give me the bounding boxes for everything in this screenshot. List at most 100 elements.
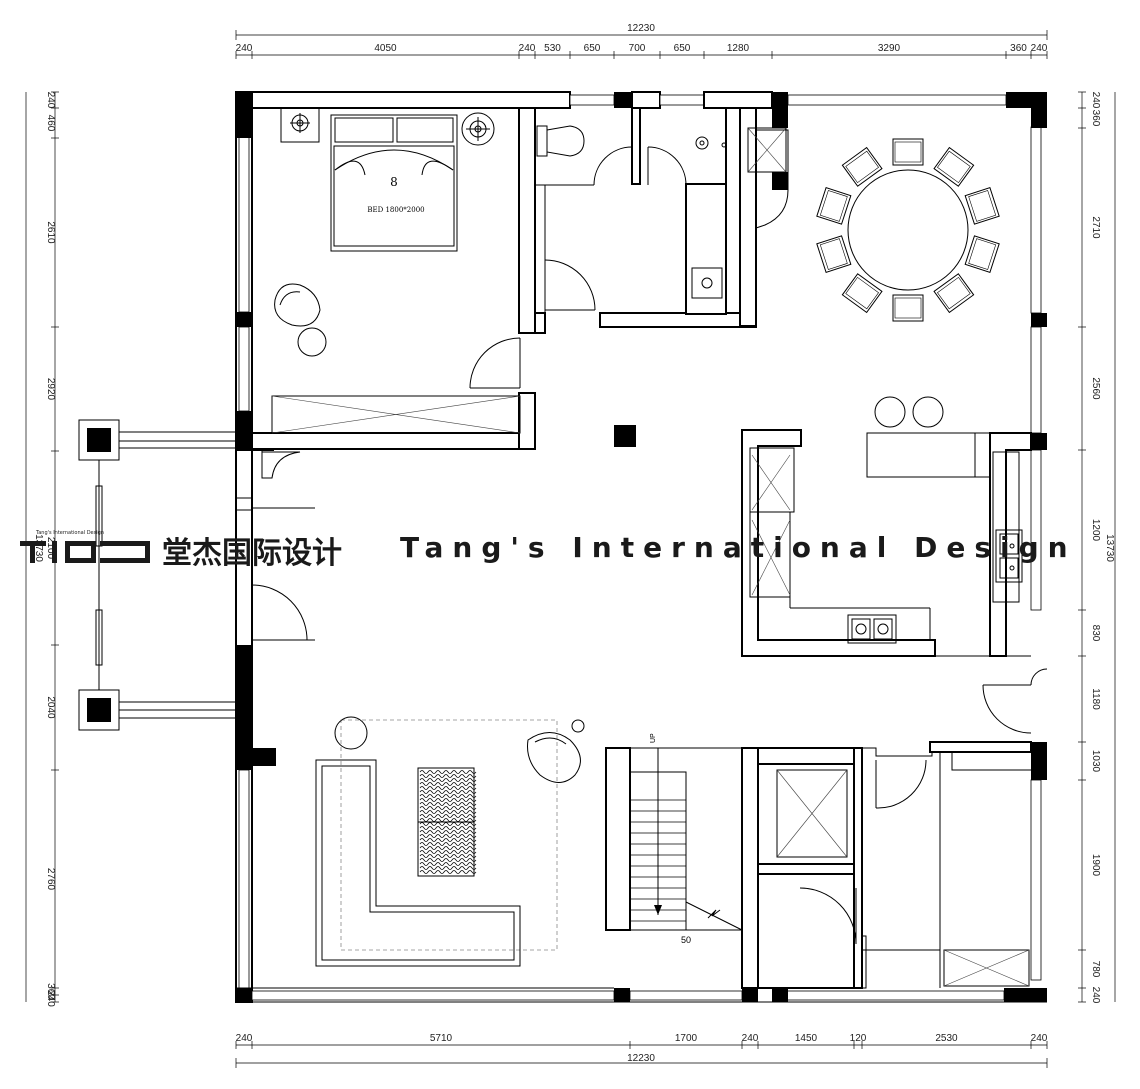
table-texture [419, 854, 477, 858]
dimension-bottom-segment: 1450 [795, 1033, 818, 1044]
table-texture [419, 842, 477, 846]
dining-chair [964, 235, 1000, 274]
exterior-piers [78, 419, 236, 731]
dimension-bottom-segment: 2530 [935, 1033, 958, 1044]
dimension-left-segment: 360 [45, 983, 56, 1000]
dimension-right-total: 13730 [1104, 534, 1115, 562]
dimension-bottom-segment: 120 [850, 1033, 867, 1044]
dimension-top-total: 12230 [627, 23, 655, 34]
floor-lamp [334, 716, 368, 750]
dimension-right-segment: 1900 [1090, 854, 1101, 877]
dining-chair [816, 235, 852, 274]
dimension-right-segment: 240 [1090, 987, 1101, 1004]
watermark-english-text: Tang's International Design [400, 531, 1077, 564]
dimension-left-segment: 2100 [45, 537, 56, 560]
table-texture [419, 830, 477, 834]
table-texture [419, 782, 477, 786]
table-texture [419, 862, 477, 866]
bathroom-sink [691, 267, 723, 299]
stair-count-label: 50 [681, 935, 691, 945]
table-texture [419, 770, 477, 774]
table-texture [419, 826, 477, 830]
table-texture [419, 814, 477, 818]
dimension-bottom: 12230 240 5710 1700 240 1450 120 2530 240 [235, 1033, 1048, 1068]
nightstand-lamp-left [280, 107, 320, 143]
table-texture [419, 802, 477, 806]
table-texture [419, 806, 477, 810]
kitchen-sink [995, 529, 1023, 583]
dimension-left-total: 13730 [33, 534, 44, 562]
dining-chair [892, 138, 924, 166]
dimension-right: 13730 2403602710256012008301180103019007… [1078, 91, 1116, 1004]
sofa [315, 759, 521, 967]
dimension-top-segment: 240 [1031, 43, 1048, 54]
dimension-bottom-segment: 240 [1031, 1033, 1048, 1044]
dining-chair [933, 273, 975, 314]
table-texture [419, 810, 477, 814]
floor-drain [695, 136, 727, 150]
dimension-left-segment: 2040 [45, 696, 56, 719]
dimension-right-segment: 830 [1090, 625, 1101, 642]
dining-chair [816, 186, 852, 225]
watermark-chinese-text: 堂杰国际设计 [162, 536, 342, 571]
dimension-top-segment: 1280 [727, 43, 750, 54]
dimension-bottom-segment: 240 [236, 1033, 253, 1044]
coffee-table [417, 767, 477, 877]
dimension-top-segment: 4050 [374, 43, 397, 54]
bar-stools [874, 396, 944, 428]
table-texture [419, 870, 477, 874]
interior-walls [251, 107, 1032, 989]
dimension-top-segment: 240 [236, 43, 253, 54]
toilet [536, 125, 585, 157]
dimension-top-segment: 650 [584, 43, 601, 54]
table-texture [419, 794, 477, 798]
dimension-left-segment: 240 [45, 92, 56, 109]
table-texture [419, 850, 477, 854]
table-texture [419, 790, 477, 794]
table-texture [419, 774, 477, 778]
dimension-left-segment: 2920 [45, 378, 56, 401]
dimension-top-segment: 360 [1010, 43, 1027, 54]
table-texture [419, 858, 477, 862]
dining-chair [964, 186, 1000, 225]
tid-logo-icon [20, 541, 150, 563]
table-texture [419, 778, 477, 782]
dimension-left-segment: 2610 [45, 221, 56, 244]
dimension-right-segment: 360 [1090, 110, 1101, 127]
dimension-bottom-segment: 5710 [430, 1033, 453, 1044]
dimension-right-segment: 240 [1090, 92, 1101, 109]
staircase: UP 50 [629, 733, 743, 945]
table-texture [419, 866, 477, 870]
dimension-right-segment: 1030 [1090, 750, 1101, 773]
dimension-right-segment: 2560 [1090, 377, 1101, 400]
dining-chair [841, 273, 883, 314]
dining-table [816, 138, 1000, 322]
dimension-left-segment: 240 [45, 990, 56, 1007]
living-lounge-chair [527, 719, 585, 783]
dimension-right-segment: 1180 [1090, 688, 1101, 710]
watermark: Tang's International Design 堂杰国际设计 Tang'… [20, 530, 1077, 571]
stove [847, 614, 897, 644]
dimension-top-segment: 530 [544, 43, 561, 54]
living-rug-outline [340, 719, 558, 951]
dimension-bottom-segment: 240 [742, 1033, 759, 1044]
bed-number: 8 [390, 175, 398, 189]
dimension-top-segment: 650 [674, 43, 691, 54]
table-texture [419, 818, 477, 822]
dimension-bottom-segment: 1700 [675, 1033, 698, 1044]
stair-up-label: UP [650, 733, 657, 743]
dining-chair [933, 146, 975, 187]
table-texture [419, 838, 477, 842]
watermark-small-text: Tang's International Design [35, 530, 104, 536]
doors [235, 146, 1048, 945]
dimension-top-segment: 700 [629, 43, 646, 54]
table-texture [419, 786, 477, 790]
dining-chair [892, 294, 924, 322]
bed-size-label: BED 1800*2000 [367, 206, 424, 214]
table-texture [419, 798, 477, 802]
dimension-bottom-total: 12230 [627, 1053, 655, 1064]
dining-chair [841, 146, 883, 187]
bed: 8 BED 1800*2000 [330, 114, 458, 252]
